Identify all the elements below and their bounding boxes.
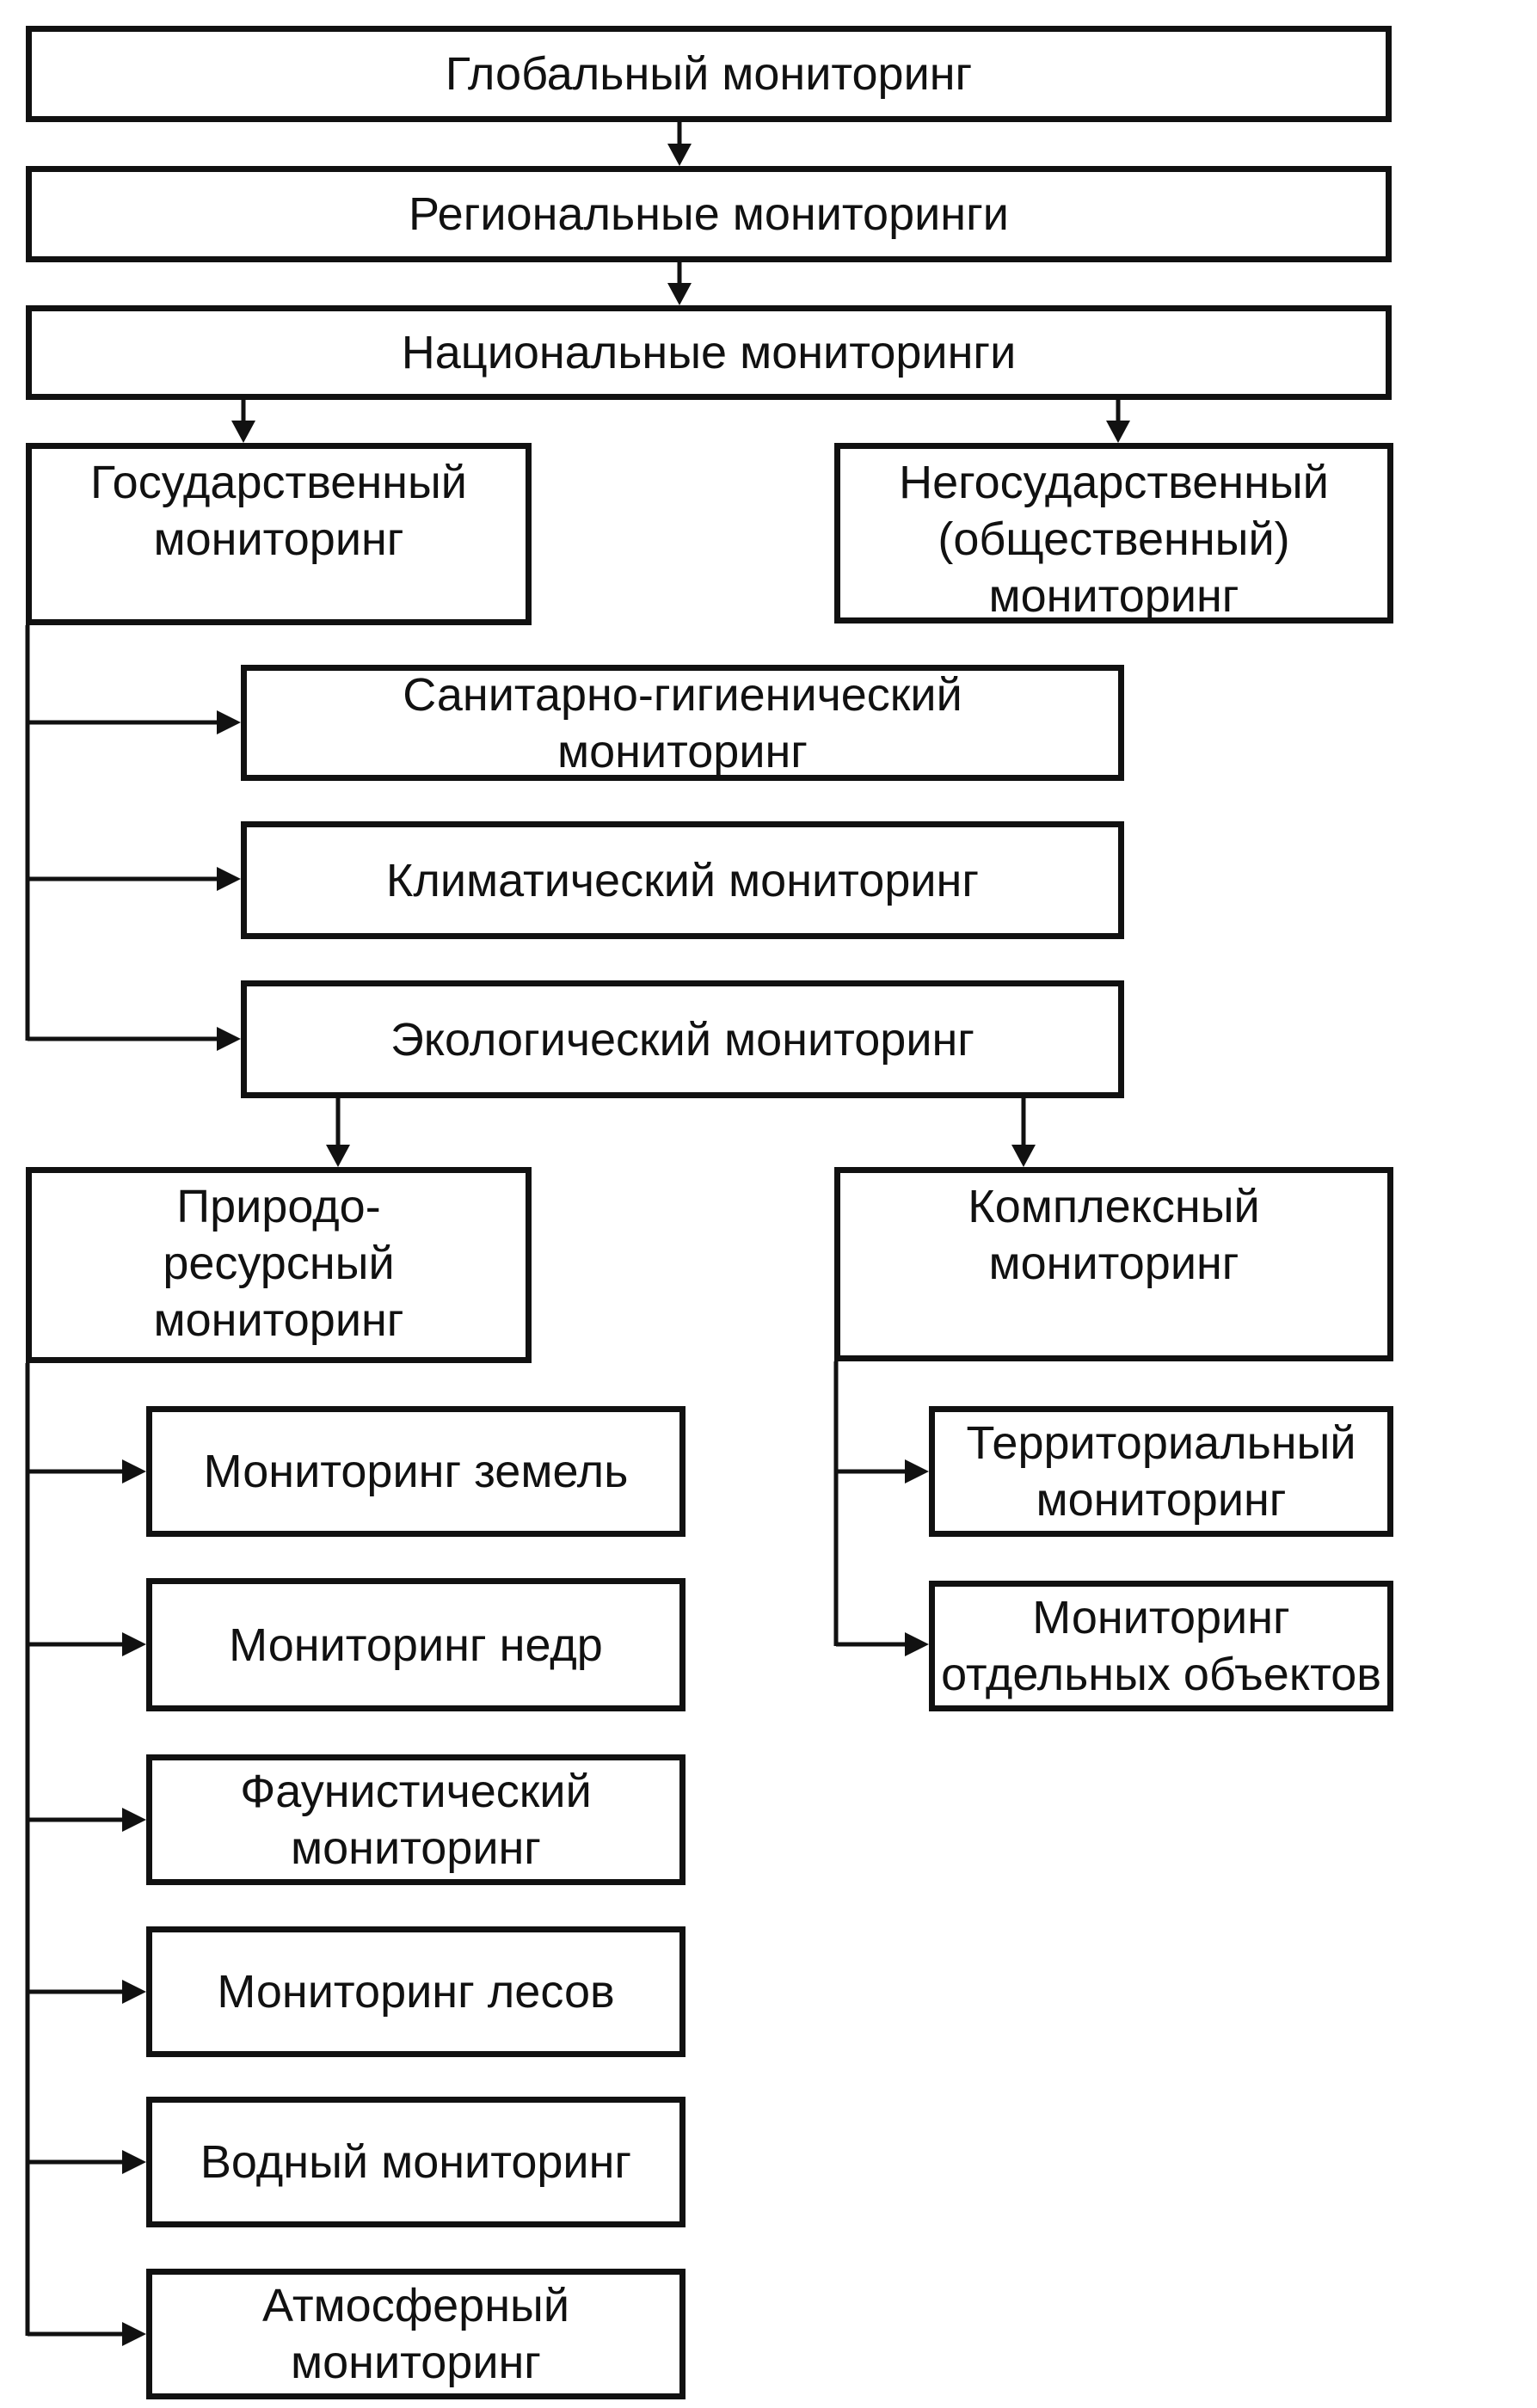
node-ecological-monitoring-label: Экологический мониторинг — [390, 1013, 975, 1066]
node-sanitary-monitoring-label: Санитарно-гигиенический мониторинг — [403, 668, 962, 777]
node-regional-monitoring-label: Региональные мониторинги — [409, 188, 1009, 240]
node-objects-monitoring: Мониторинг отдельных объектов — [929, 1581, 1393, 1711]
arrow-regional-national — [667, 283, 692, 305]
arrow-to-subsoil — [122, 1632, 146, 1656]
node-forests-monitoring: Мониторинг лесов — [146, 1926, 686, 2057]
arrow-to-objects — [905, 1632, 929, 1656]
arrow-national-nonstate — [1106, 421, 1130, 443]
node-lands-monitoring: Мониторинг земель — [146, 1406, 686, 1537]
arrow-global-regional — [667, 144, 692, 166]
arrow-to-sanitary — [217, 710, 241, 734]
arrow-to-water — [122, 2150, 146, 2174]
node-territorial-monitoring: Территориальный мониторинг — [929, 1406, 1393, 1537]
node-global-monitoring: Глобальный мониторинг — [26, 26, 1392, 122]
arrow-to-territorial — [905, 1459, 929, 1484]
node-sanitary-monitoring: Санитарно-гигиенический мониторинг — [241, 665, 1124, 781]
node-territorial-monitoring-label: Территориальный мониторинг — [966, 1417, 1356, 1526]
node-subsoil-monitoring-label: Мониторинг недр — [229, 1619, 603, 1671]
node-nonstate-monitoring: Негосударственный (общественный) монитор… — [834, 443, 1393, 624]
node-nonstate-monitoring-label: Негосударственный (общественный) монитор… — [899, 457, 1329, 622]
node-water-monitoring-label: Водный мониторинг — [200, 2136, 632, 2188]
arrow-to-atmospheric — [122, 2322, 146, 2346]
node-climatic-monitoring-label: Климатический мониторинг — [385, 854, 980, 906]
node-atmospheric-monitoring: Атмосферный мониторинг — [146, 2269, 686, 2399]
node-state-monitoring: Государственный мониторинг — [26, 443, 532, 625]
node-national-monitoring-label: Национальные мониторинги — [401, 327, 1017, 378]
node-water-monitoring: Водный мониторинг — [146, 2097, 686, 2227]
node-lands-monitoring-label: Мониторинг земель — [203, 1446, 629, 1497]
node-forests-monitoring-label: Мониторинг лесов — [217, 1966, 615, 2018]
node-natural-resource-monitoring-label: Природо- ресурсный мониторинг — [153, 1181, 404, 1346]
node-subsoil-monitoring: Мониторинг недр — [146, 1578, 686, 1711]
node-global-monitoring-label: Глобальный мониторинг — [445, 48, 973, 100]
node-atmospheric-monitoring-label: Атмосферный мониторинг — [261, 2280, 569, 2388]
node-national-monitoring: Национальные мониторинги — [26, 305, 1392, 400]
node-state-monitoring-label: Государственный мониторинг — [90, 457, 467, 565]
arrow-to-forests — [122, 1980, 146, 2004]
arrow-to-lands — [122, 1459, 146, 1484]
node-fauna-monitoring: Фаунистический мониторинг — [146, 1754, 686, 1885]
arrow-ecological-natural — [326, 1145, 350, 1167]
arrow-to-ecological — [217, 1027, 241, 1051]
arrow-national-state — [231, 421, 255, 443]
arrow-to-climatic — [217, 867, 241, 891]
node-regional-monitoring: Региональные мониторинги — [26, 166, 1392, 262]
arrow-to-fauna — [122, 1808, 146, 1832]
node-complex-monitoring-label: Комплексный мониторинг — [968, 1181, 1260, 1289]
arrow-ecological-complex — [1011, 1145, 1036, 1167]
node-fauna-monitoring-label: Фаунистический мониторинг — [240, 1766, 592, 1874]
node-natural-resource-monitoring: Природо- ресурсный мониторинг — [26, 1167, 532, 1363]
node-objects-monitoring-label: Мониторинг отдельных объектов — [941, 1592, 1381, 1700]
node-climatic-monitoring: Климатический мониторинг — [241, 821, 1124, 939]
node-complex-monitoring: Комплексный мониторинг — [834, 1167, 1393, 1361]
node-ecological-monitoring: Экологический мониторинг — [241, 980, 1124, 1098]
